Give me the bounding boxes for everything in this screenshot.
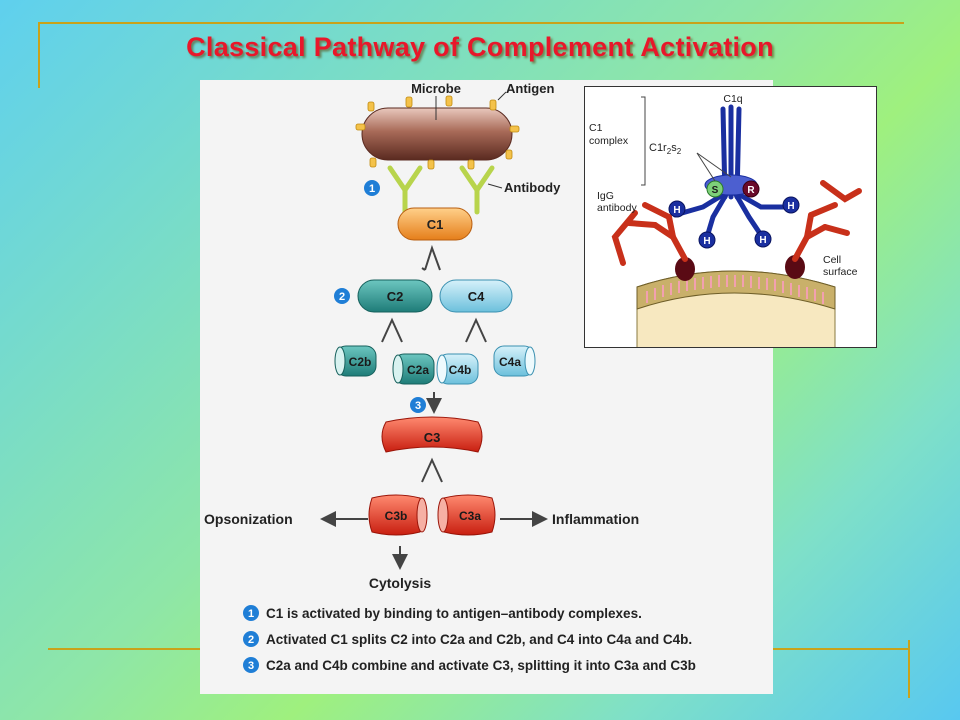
step-list-badge-3 xyxy=(243,657,259,673)
step-3-text: C2a and C4b combine and activate C3, spl… xyxy=(266,658,696,673)
c3a-node xyxy=(437,494,496,536)
c3b-node xyxy=(368,494,428,536)
igg-antibody-shape xyxy=(611,180,862,266)
c1-complex-inset: S R H H H H C1q C1 complex C1r2s2 IgG an… xyxy=(584,86,877,348)
antigen-label: Antigen xyxy=(506,81,554,96)
step-list-number-2: 2 xyxy=(248,634,254,646)
step-1-badge xyxy=(364,180,380,196)
step-1-text: C1 is activated by binding to antigen–an… xyxy=(266,606,642,621)
c4-node xyxy=(439,279,513,313)
c4a-node xyxy=(493,345,536,377)
c2b-label: C2b xyxy=(349,355,372,369)
frame-line-right xyxy=(908,640,910,698)
fork-arrow-c2 xyxy=(381,317,403,343)
h-head-label-3: H xyxy=(703,236,710,247)
pathway-diagram: Microbe Antigen Antibody 1 C1 2 C2 C4 C2… xyxy=(204,81,696,673)
h-head-label-2: H xyxy=(787,201,794,212)
step-2-badge xyxy=(334,288,350,304)
c2-node xyxy=(357,279,433,313)
c4b-node xyxy=(436,353,479,385)
step-1-badge-number: 1 xyxy=(369,183,375,195)
s-subunit-label: S xyxy=(712,185,719,196)
fork-arrow-c3 xyxy=(421,457,443,483)
c1-node xyxy=(397,207,473,241)
h-head-label-4: H xyxy=(759,235,766,246)
cell-surface-label-line1: Cell xyxy=(823,254,841,266)
c4b-label: C4b xyxy=(449,363,472,377)
igg-antibody-label-line2: antibody xyxy=(597,202,637,214)
c1q-shape xyxy=(672,104,794,240)
c1q-label: C1q xyxy=(723,93,742,105)
c4a-label: C4a xyxy=(499,355,521,369)
cell-surface-label-line2: surface xyxy=(823,266,858,278)
inflammation-label: Inflammation xyxy=(552,511,639,527)
step-2-badge-number: 2 xyxy=(339,291,345,303)
slide-title: Classical Pathway of Complement Activati… xyxy=(186,32,774,62)
c4-label: C4 xyxy=(468,289,485,304)
cell-surface-shape xyxy=(636,255,836,347)
c2a-label: C2a xyxy=(407,363,429,377)
pathway-panel: Microbe Antigen Antibody 1 C1 2 C2 C4 C2… xyxy=(200,80,773,694)
step-list-number-1: 1 xyxy=(248,608,254,620)
step-list-badge-2 xyxy=(243,631,259,647)
antibody-shape xyxy=(387,165,495,215)
c3-label: C3 xyxy=(424,430,441,445)
c1-label: C1 xyxy=(427,217,444,232)
microbe-label: Microbe xyxy=(411,81,461,96)
opsonization-label: Opsonization xyxy=(204,511,293,527)
microbe-shape xyxy=(355,95,520,170)
step-2-text: Activated C1 splits C2 into C2a and C2b,… xyxy=(266,632,692,647)
globular-heads: H H H H xyxy=(668,196,800,249)
fork-arrow-c1 xyxy=(424,244,441,271)
r-subunit-label: R xyxy=(747,185,755,196)
step-3-badge xyxy=(410,397,426,413)
step-list-badge-1 xyxy=(243,605,259,621)
frame-line-left xyxy=(38,22,40,88)
cytolysis-label: Cytolysis xyxy=(369,575,431,591)
c3b-label: C3b xyxy=(385,509,408,523)
step-list: 1 C1 is activated by binding to antigen–… xyxy=(243,605,696,673)
c2b-node xyxy=(334,345,377,377)
step-list-number-3: 3 xyxy=(248,660,254,672)
c1r2s2-label: C1r2s2 xyxy=(649,142,682,156)
c3-node xyxy=(381,416,483,453)
h-head-label-1: H xyxy=(673,205,680,216)
frame-line-top xyxy=(38,22,904,24)
antibody-label: Antibody xyxy=(504,180,561,195)
c1-complex-bracket xyxy=(641,96,646,186)
igg-antibody-label-line1: IgG xyxy=(597,190,614,202)
r-subunit-shape xyxy=(742,180,760,198)
step-3-badge-number: 3 xyxy=(415,400,421,412)
fork-arrow-c4 xyxy=(465,317,487,343)
c3a-label: C3a xyxy=(459,509,481,523)
c1-complex-illustration: S R H H H H C1q C1 complex C1r2s2 IgG an… xyxy=(589,93,862,347)
c1-complex-label-line2: complex xyxy=(589,135,629,147)
c2a-node xyxy=(392,353,435,385)
c1-complex-label-line1: C1 xyxy=(589,122,603,134)
c2-label: C2 xyxy=(387,289,404,304)
